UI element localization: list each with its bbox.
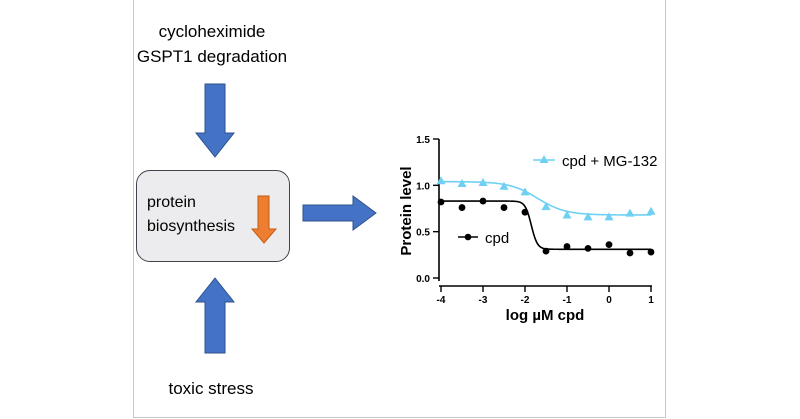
data-point-cpd [500, 204, 508, 211]
x-tick-label: -2 [521, 295, 530, 306]
data-point-cpd-mg132 [562, 210, 572, 219]
legend-marker-cpd [464, 233, 472, 241]
data-point-cpd [626, 249, 634, 257]
figure-frame [133, 0, 666, 418]
label-toxic-stress: toxic stress [168, 379, 254, 398]
x-tick-label: -4 [437, 295, 446, 306]
data-point-cpd [542, 247, 550, 255]
data-point-cpd [563, 243, 571, 250]
y-tick-label: 0.0 [416, 274, 430, 285]
x-tick-label: -1 [563, 295, 572, 306]
chart-group: 0.0 0.5 1.0 1.5 -4 -3 -2 -1 0 1 Protein level lo… [398, 135, 657, 324]
legend-marker-cpd-mg132 [539, 155, 549, 163]
y-tick-label: 1.0 [416, 181, 430, 192]
points-cpd [437, 197, 655, 257]
legend-label-cpd: cpd [485, 230, 509, 247]
y-tick-label: 0.5 [416, 228, 430, 239]
protein-biosynthesis-label: protein biosynthesis [147, 191, 235, 239]
data-point-cpd-mg132 [646, 206, 656, 215]
data-point-cpd [521, 208, 529, 216]
data-point-cpd-mg132 [625, 208, 635, 217]
label-cycloheximide: cycloheximide [158, 22, 266, 41]
y-tick-label: 1.5 [416, 135, 430, 146]
box-label-protein: protein [147, 194, 196, 211]
data-point-cpd [647, 248, 655, 256]
data-point-cpd [605, 241, 613, 249]
label-gspt1-degradation: GSPT1 degradation [136, 47, 288, 66]
data-point-cpd-mg132 [604, 212, 614, 221]
data-point-cpd-mg132 [457, 178, 467, 187]
data-point-cpd-mg132 [436, 176, 446, 185]
data-point-cpd-mg132 [520, 187, 530, 196]
data-point-cpd [437, 198, 445, 206]
data-point-cpd-mg132 [478, 178, 488, 187]
box-label-biosynthesis: biosynthesis [147, 218, 236, 235]
data-point-cpd [458, 204, 466, 211]
data-point-cpd-mg132 [541, 202, 551, 211]
y-axis-label: Protein level [398, 166, 415, 255]
right-arrow-icon [302, 195, 377, 231]
x-tick-label: -3 [479, 295, 488, 306]
legend-label-cpd-mg132: cpd + MG-132 [562, 153, 657, 170]
data-point-cpd [479, 197, 487, 205]
data-point-cpd-mg132 [583, 212, 593, 221]
down-arrow-icon [194, 83, 236, 158]
x-ticks-group: -4 -3 -2 -1 0 1 [437, 286, 654, 306]
points-cpd-mg132 [436, 176, 656, 221]
decrease-arrow-icon [250, 195, 278, 244]
x-axis-label: log µM cpd [506, 307, 585, 324]
data-point-cpd-mg132 [499, 181, 509, 190]
x-tick-label: 0 [606, 295, 612, 306]
up-arrow-icon [194, 277, 236, 354]
x-tick-label: 1 [648, 295, 654, 306]
data-point-cpd [584, 244, 592, 252]
y-ticks-group: 0.0 0.5 1.0 1.5 [416, 135, 439, 285]
